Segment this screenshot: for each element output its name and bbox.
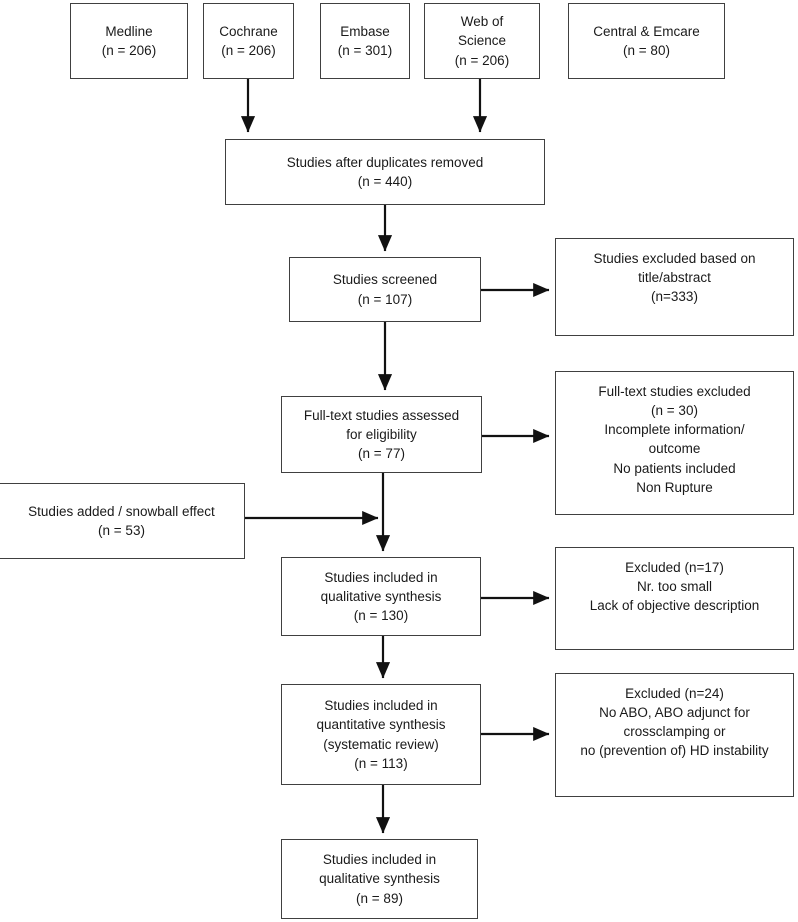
source-label-central-emcare: Central & Emcare (n = 80): [593, 23, 700, 58]
flow-label-duplicates-removed: Studies after duplicates removed (n = 44…: [286, 154, 484, 189]
flow-box-fulltext-assessed: Full-text studies assessed for eligibili…: [281, 396, 482, 473]
source-label-medline: Medline (n = 206): [101, 23, 157, 58]
source-box-medline: Medline (n = 206): [70, 3, 188, 79]
exclusion-box-fulltext: Full-text studies excluded (n = 30) Inco…: [555, 371, 794, 515]
source-box-central-emcare: Central & Emcare (n = 80): [568, 3, 725, 79]
flow-label-quantitative-synthesis-113: Studies included in quantitative synthes…: [316, 698, 446, 771]
flow-label-snowball-added: Studies added / snowball effect (n = 53): [28, 503, 215, 538]
flow-label-qualitative-synthesis-130: Studies included in qualitative synthesi…: [320, 569, 442, 624]
source-box-web-of-science: Web of Science (n = 206): [424, 3, 540, 79]
exclusion-label-title-abstract: Studies excluded based on title/abstract…: [593, 251, 756, 305]
flow-box-qualitative-synthesis-130: Studies included in qualitative synthesi…: [281, 557, 481, 636]
flow-box-quantitative-synthesis-113: Studies included in quantitative synthes…: [281, 684, 481, 785]
flow-label-qualitative-synthesis-89: Studies included in qualitative synthesi…: [319, 852, 440, 906]
source-label-cochrane: Cochrane (n = 206): [219, 23, 278, 58]
flow-label-studies-screened: Studies screened (n = 107): [332, 272, 438, 307]
flow-box-snowball-added: Studies added / snowball effect (n = 53): [0, 483, 245, 559]
exclusion-box-quantitative: Excluded (n=24) No ABO, ABO adjunct for …: [555, 673, 794, 797]
exclusion-box-qualitative: Excluded (n=17) Nr. too small Lack of ob…: [555, 547, 794, 650]
exclusion-label-quantitative: Excluded (n=24) No ABO, ABO adjunct for …: [580, 686, 769, 759]
source-label-embase: Embase (n = 301): [337, 23, 393, 58]
source-box-cochrane: Cochrane (n = 206): [203, 3, 294, 79]
flow-label-fulltext-assessed: Full-text studies assessed for eligibili…: [303, 407, 460, 462]
source-label-web-of-science: Web of Science (n = 206): [454, 14, 510, 68]
flow-box-qualitative-synthesis-89: Studies included in qualitative synthesi…: [281, 839, 478, 919]
source-box-embase: Embase (n = 301): [320, 3, 410, 79]
flow-box-duplicates-removed: Studies after duplicates removed (n = 44…: [225, 139, 545, 205]
exclusion-label-qualitative: Excluded (n=17) Nr. too small Lack of ob…: [589, 560, 760, 614]
flow-box-studies-screened: Studies screened (n = 107): [289, 257, 481, 322]
exclusion-box-title-abstract: Studies excluded based on title/abstract…: [555, 238, 794, 336]
exclusion-label-fulltext: Full-text studies excluded (n = 30) Inco…: [598, 384, 751, 495]
